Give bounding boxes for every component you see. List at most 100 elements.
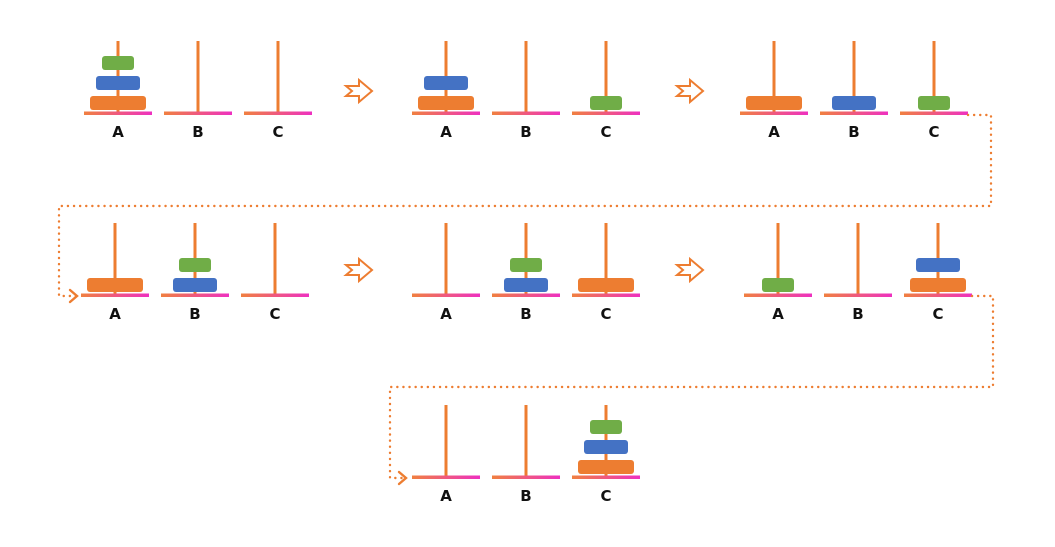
peg-base <box>820 111 888 115</box>
peg-c: C <box>904 223 972 323</box>
peg-base <box>241 293 309 297</box>
disk-small <box>510 258 542 272</box>
peg-label: B <box>189 305 200 323</box>
peg-label: C <box>272 123 283 141</box>
peg-a: A <box>412 405 480 505</box>
hanoi-state-4: A B C <box>412 223 640 323</box>
peg-label: B <box>852 305 863 323</box>
disk-large <box>910 278 966 292</box>
peg-base <box>164 111 232 115</box>
peg-a: A <box>740 41 808 141</box>
peg-base <box>572 111 640 115</box>
peg-base <box>492 475 560 479</box>
peg-c: C <box>572 405 640 505</box>
peg-a: A <box>84 41 152 141</box>
disk-medium <box>916 258 960 272</box>
peg-c: C <box>572 41 640 141</box>
hanoi-state-5: A B C <box>744 223 972 323</box>
peg-base <box>412 111 480 115</box>
disk-large <box>87 278 143 292</box>
connector-line <box>57 113 993 298</box>
peg-label: B <box>192 123 203 141</box>
disk-large <box>418 96 474 110</box>
right-arrow-icon <box>674 256 705 284</box>
disk-small <box>590 420 622 434</box>
peg-base <box>900 111 968 115</box>
disk-medium <box>832 96 876 110</box>
arrowhead-icon <box>397 470 408 486</box>
peg-c: C <box>572 223 640 323</box>
peg-b: B <box>820 41 888 141</box>
dotted-connector-arrow <box>57 113 993 304</box>
peg-a: A <box>412 223 480 323</box>
disk-small <box>179 258 211 272</box>
peg-c: C <box>900 41 968 141</box>
peg-label: B <box>848 123 859 141</box>
peg-label: A <box>440 123 452 141</box>
peg-base <box>244 111 312 115</box>
peg-base <box>740 111 808 115</box>
peg-b: B <box>492 41 560 141</box>
hanoi-state-6: A B C <box>412 405 640 505</box>
peg-label: A <box>772 305 784 323</box>
peg-base <box>824 293 892 297</box>
peg-b: B <box>164 41 232 141</box>
peg-base <box>572 293 640 297</box>
disk-medium <box>173 278 217 292</box>
disk-large <box>578 278 634 292</box>
disk-medium <box>424 76 468 90</box>
peg-label: B <box>520 487 531 505</box>
peg-base <box>492 293 560 297</box>
peg-b: B <box>492 405 560 505</box>
hanoi-state-3: A B C <box>81 223 309 323</box>
peg-a: A <box>81 223 149 323</box>
peg-label: B <box>520 123 531 141</box>
peg-a: A <box>744 223 812 323</box>
right-arrow-icon <box>674 77 705 105</box>
connector-line <box>388 294 995 480</box>
disk-small <box>590 96 622 110</box>
hanoi-state-0: A B C <box>84 41 312 141</box>
right-arrow-icon <box>343 77 374 105</box>
peg-base <box>904 293 972 297</box>
hanoi-state-2: A B C <box>740 41 968 141</box>
disk-small <box>918 96 950 110</box>
peg-base <box>744 293 812 297</box>
peg-base <box>412 293 480 297</box>
peg-b: B <box>824 223 892 323</box>
peg-c: C <box>241 223 309 323</box>
peg-label: A <box>109 305 121 323</box>
disk-small <box>762 278 794 292</box>
right-arrow-icon <box>343 256 374 284</box>
hanoi-state-1: A B C <box>412 41 640 141</box>
peg-label: B <box>520 305 531 323</box>
peg-label: C <box>928 123 939 141</box>
disk-large <box>578 460 634 474</box>
peg-label: A <box>112 123 124 141</box>
peg-label: C <box>600 305 611 323</box>
peg-base <box>84 111 152 115</box>
peg-base <box>572 475 640 479</box>
peg-base <box>161 293 229 297</box>
arrowhead-icon <box>68 288 79 304</box>
disk-small <box>102 56 134 70</box>
dotted-connector-arrow <box>388 294 995 486</box>
disk-medium <box>584 440 628 454</box>
peg-label: A <box>440 487 452 505</box>
peg-label: A <box>440 305 452 323</box>
disk-medium <box>96 76 140 90</box>
peg-base <box>492 111 560 115</box>
peg-a: A <box>412 41 480 141</box>
disk-large <box>746 96 802 110</box>
peg-base <box>412 475 480 479</box>
peg-label: C <box>600 487 611 505</box>
peg-label: C <box>932 305 943 323</box>
peg-b: B <box>161 223 229 323</box>
disk-large <box>90 96 146 110</box>
peg-label: C <box>600 123 611 141</box>
peg-base <box>81 293 149 297</box>
disk-medium <box>504 278 548 292</box>
peg-b: B <box>492 223 560 323</box>
peg-label: C <box>269 305 280 323</box>
